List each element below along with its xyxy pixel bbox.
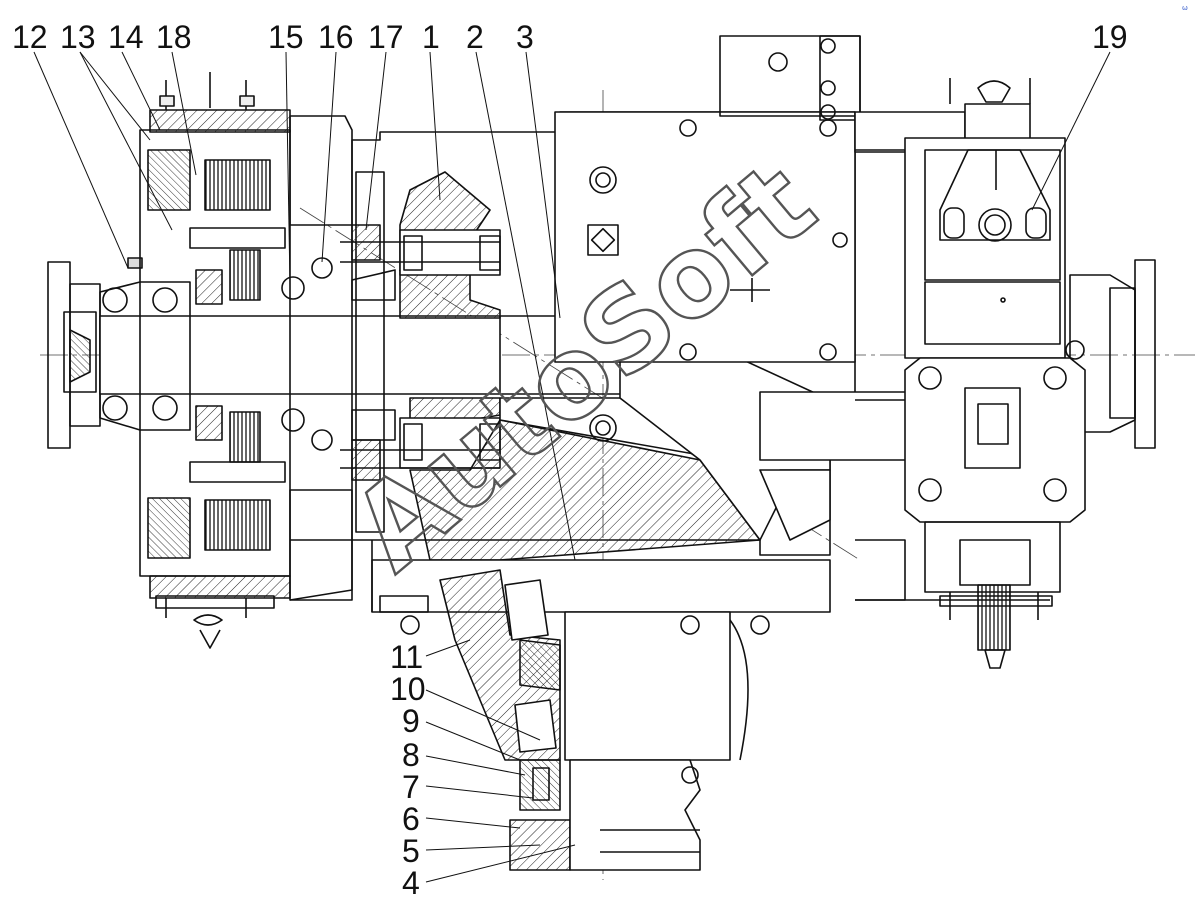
brand-mark: ω xyxy=(1182,4,1188,12)
callout-15: 15 xyxy=(268,19,304,55)
actuator-block xyxy=(904,78,1066,359)
callout-3: 3 xyxy=(516,19,534,55)
callout-6: 6 xyxy=(402,801,420,837)
callout-7: 7 xyxy=(402,769,420,805)
clutch-housing xyxy=(139,72,353,649)
right-lower-housing xyxy=(904,340,1086,669)
callout-5: 5 xyxy=(402,833,420,869)
callout-2: 2 xyxy=(466,19,484,55)
callout-labels: 12 13 14 18 15 16 17 1 2 3 19 11 10 9 8 … xyxy=(12,19,1128,901)
callout-14: 14 xyxy=(108,19,144,55)
leader-lines xyxy=(33,51,1111,883)
callout-8: 8 xyxy=(402,737,420,773)
callout-4: 4 xyxy=(402,865,420,901)
mounting-plate xyxy=(554,35,861,363)
callout-19: 19 xyxy=(1092,19,1128,55)
callout-12: 12 xyxy=(12,19,48,55)
callout-11: 11 xyxy=(390,639,423,675)
callout-18: 18 xyxy=(156,19,192,55)
callout-17: 17 xyxy=(368,19,404,55)
input-shaft xyxy=(99,315,620,395)
callout-10: 10 xyxy=(390,671,426,707)
callout-9: 9 xyxy=(402,703,420,739)
angled-output-housing xyxy=(589,315,831,541)
callout-16: 16 xyxy=(318,19,354,55)
vertical-output-housing xyxy=(371,540,831,871)
callout-13: 13 xyxy=(60,19,96,55)
drawing-outline xyxy=(40,35,1195,880)
frame-brackets xyxy=(290,149,1050,601)
callout-1: 1 xyxy=(422,19,440,55)
